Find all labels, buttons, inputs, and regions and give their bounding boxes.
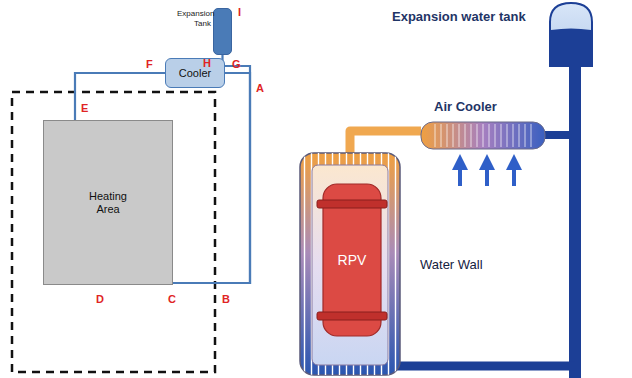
return-pipe: [395, 362, 575, 371]
water-wall: [300, 153, 400, 375]
rpv-flange: [317, 312, 387, 320]
rpv-vessel: RPV: [316, 182, 388, 338]
region-border: [12, 92, 215, 372]
point-letter: B: [222, 293, 230, 305]
airflow-arrow: [458, 162, 462, 186]
tank-water: [551, 29, 591, 67]
rpv-flange: [317, 200, 387, 208]
expansion-tank-box: Expansion Tank: [213, 8, 232, 55]
wall-interior: [312, 165, 388, 365]
pipe-connector: [75, 73, 165, 120]
point-letter: A: [256, 82, 264, 94]
point-letter: F: [146, 58, 153, 70]
node-label: Heating Area: [78, 190, 138, 215]
cooler-box: Cooler: [165, 58, 225, 88]
pipe-connector: [173, 55, 250, 283]
wall-tubes: [300, 153, 400, 375]
wall-label: Water Wall: [420, 258, 483, 272]
point-letter: D: [96, 293, 104, 305]
point-letter: I: [238, 6, 241, 18]
air-cooler: [421, 122, 545, 149]
pipe-connector: [173, 73, 250, 283]
airflow-arrow: [485, 162, 489, 186]
node-label: RPV: [338, 252, 367, 268]
point-letter: H: [203, 57, 211, 69]
heating-area-box: Heating Area: [43, 120, 173, 285]
tank-label: Expansion water tank: [392, 10, 526, 24]
point-letter: C: [168, 293, 176, 305]
cooler-fins: [430, 124, 536, 147]
node-label: Expansion Tank: [177, 9, 211, 28]
point-letter: G: [232, 58, 241, 70]
downcomer-pipe: [569, 60, 581, 378]
cooler-label: Air Cooler: [434, 100, 497, 114]
airflow-arrows: [460, 162, 514, 186]
airflow-arrow: [512, 162, 516, 186]
point-letter: E: [81, 102, 88, 114]
expansion-tank: [550, 3, 592, 66]
